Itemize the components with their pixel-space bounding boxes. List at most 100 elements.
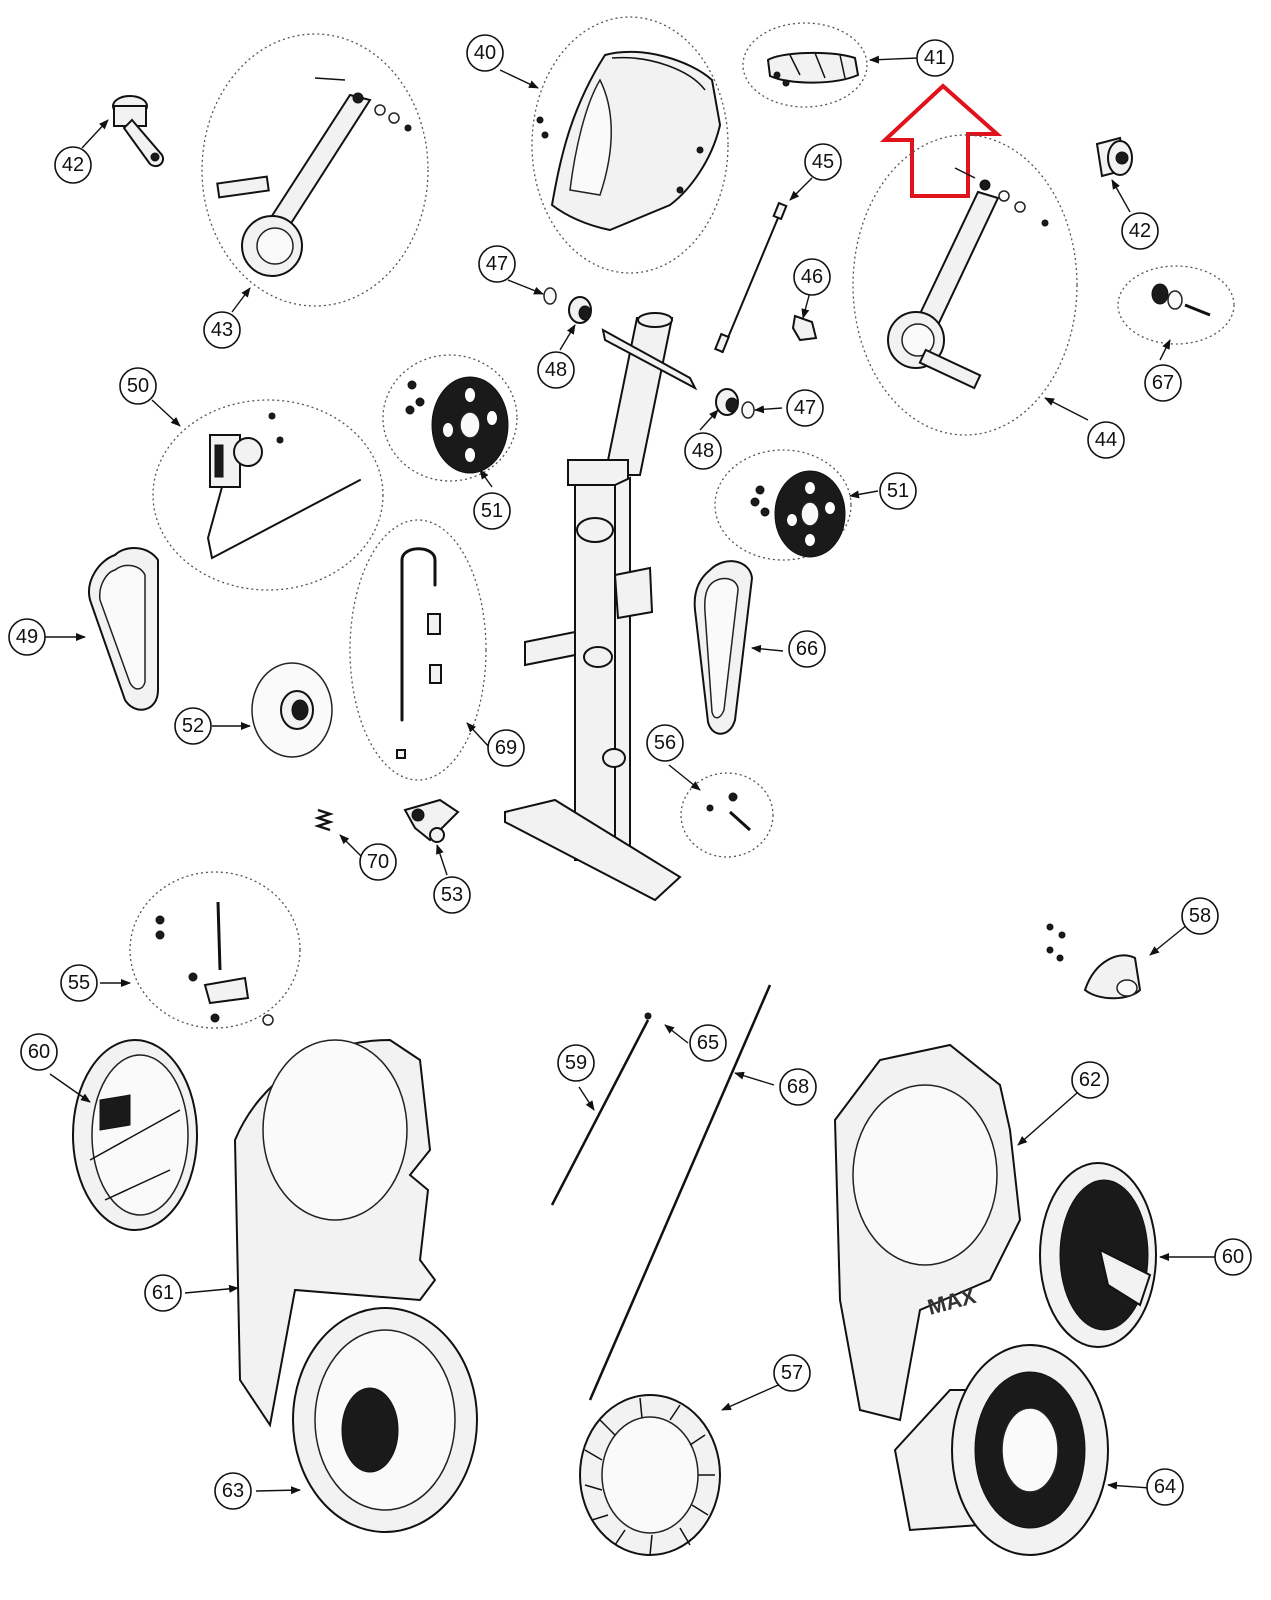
part-45-cable bbox=[713, 201, 788, 354]
part-46-clip bbox=[791, 314, 818, 342]
part-52-disc bbox=[251, 662, 333, 758]
svg-text:50: 50 bbox=[127, 375, 149, 397]
callout-66: 66 bbox=[788, 630, 826, 668]
part-55-bolt-kit bbox=[129, 871, 301, 1029]
part-56-bracket-kit bbox=[680, 772, 774, 858]
svg-text:51: 51 bbox=[481, 500, 503, 522]
callout-46: 46 bbox=[793, 258, 831, 296]
svg-text:58: 58 bbox=[1189, 905, 1211, 927]
svg-text:42: 42 bbox=[62, 154, 84, 176]
svg-text:57: 57 bbox=[781, 1362, 803, 1384]
callout-47-right: 47 bbox=[786, 389, 824, 427]
svg-text:70: 70 bbox=[367, 851, 389, 873]
callout-48-right: 48 bbox=[684, 432, 722, 470]
svg-text:40: 40 bbox=[474, 42, 496, 64]
callout-65: 65 bbox=[689, 1024, 727, 1062]
svg-text:55: 55 bbox=[68, 972, 90, 994]
callout-55: 55 bbox=[60, 964, 98, 1002]
callout-59: 59 bbox=[557, 1044, 595, 1082]
callout-56: 56 bbox=[646, 724, 684, 762]
part-42-spindle-left bbox=[112, 95, 164, 168]
part-50-harness bbox=[152, 399, 384, 591]
part-67-washer-kit bbox=[1117, 265, 1235, 345]
callout-61: 61 bbox=[144, 1274, 182, 1312]
svg-text:45: 45 bbox=[812, 151, 834, 173]
svg-text:41: 41 bbox=[924, 47, 946, 69]
part-42-spindle-right bbox=[1095, 136, 1133, 178]
callout-60-right: 60 bbox=[1214, 1238, 1252, 1276]
part-60-cover-right bbox=[1039, 1162, 1157, 1348]
svg-text:52: 52 bbox=[182, 715, 204, 737]
part-49-belt bbox=[88, 547, 159, 711]
callout-50: 50 bbox=[119, 367, 157, 405]
svg-text:43: 43 bbox=[211, 319, 233, 341]
svg-text:63: 63 bbox=[222, 1480, 244, 1502]
part-70-spring bbox=[314, 808, 334, 832]
callout-48-left: 48 bbox=[537, 351, 575, 389]
part-64-shroud-right bbox=[893, 1344, 1109, 1556]
callout-53: 53 bbox=[433, 876, 471, 914]
part-44-right-arm bbox=[852, 134, 1078, 436]
callout-60-left: 60 bbox=[20, 1033, 58, 1071]
callout-51-right: 51 bbox=[879, 472, 917, 510]
part-63-shroud-left bbox=[292, 1307, 478, 1533]
callout-44: 44 bbox=[1087, 421, 1125, 459]
part-43-left-arm bbox=[201, 33, 429, 307]
svg-text:51: 51 bbox=[887, 480, 909, 502]
part-57-fan-wheel bbox=[579, 1394, 721, 1556]
callout-41: 41 bbox=[916, 39, 954, 77]
part-53-tensioner bbox=[403, 798, 460, 843]
svg-text:56: 56 bbox=[654, 732, 676, 754]
callout-68: 68 bbox=[779, 1068, 817, 1106]
svg-text:46: 46 bbox=[801, 266, 823, 288]
part-41-bracket bbox=[742, 22, 868, 108]
svg-text:60: 60 bbox=[1222, 1246, 1244, 1268]
part-69-tension-rod bbox=[349, 519, 487, 781]
part-59-rod bbox=[550, 1019, 650, 1206]
svg-text:65: 65 bbox=[697, 1032, 719, 1054]
part-51-pulley-left bbox=[382, 354, 518, 482]
callout-40: 40 bbox=[466, 34, 504, 72]
svg-text:62: 62 bbox=[1079, 1069, 1101, 1091]
svg-text:68: 68 bbox=[787, 1076, 809, 1098]
callout-45: 45 bbox=[804, 143, 842, 181]
svg-text:66: 66 bbox=[796, 638, 818, 660]
part-66-belt bbox=[693, 560, 754, 735]
main-frame bbox=[504, 312, 698, 902]
part-51-pulley-right bbox=[714, 449, 852, 561]
svg-text:67: 67 bbox=[1152, 372, 1174, 394]
svg-text:49: 49 bbox=[16, 626, 38, 648]
svg-text:59: 59 bbox=[565, 1052, 587, 1074]
part-68-rod bbox=[588, 984, 772, 1401]
callout-57: 57 bbox=[773, 1354, 811, 1392]
callout-67: 67 bbox=[1144, 364, 1182, 402]
svg-text:48: 48 bbox=[545, 359, 567, 381]
callout-43: 43 bbox=[203, 311, 241, 349]
svg-text:60: 60 bbox=[28, 1041, 50, 1063]
part-65-screw bbox=[644, 1012, 652, 1020]
leader-lines bbox=[45, 55, 1220, 1495]
part-62-housing-right: MAX bbox=[833, 1043, 1022, 1422]
part-47-washer-left bbox=[543, 287, 557, 305]
svg-text:48: 48 bbox=[692, 440, 714, 462]
part-60-cover-left bbox=[72, 1039, 198, 1231]
callout-51-left: 51 bbox=[473, 492, 511, 530]
callout-42-right: 42 bbox=[1121, 212, 1159, 250]
callout-64: 64 bbox=[1146, 1468, 1184, 1506]
svg-text:53: 53 bbox=[441, 884, 463, 906]
svg-text:47: 47 bbox=[794, 397, 816, 419]
part-47-washer-right bbox=[741, 401, 755, 419]
part-58-end-cap bbox=[1046, 923, 1142, 1000]
svg-text:47: 47 bbox=[486, 253, 508, 275]
svg-text:64: 64 bbox=[1154, 1476, 1176, 1498]
part-48-bushing-left bbox=[568, 296, 592, 324]
part-61-housing-left bbox=[233, 1038, 437, 1428]
callout-47-left: 47 bbox=[478, 245, 516, 283]
part-40-console-shroud bbox=[531, 16, 729, 274]
callout-52: 52 bbox=[174, 707, 212, 745]
highlight-arrow-icon bbox=[879, 83, 1003, 198]
callout-62: 62 bbox=[1071, 1061, 1109, 1099]
svg-text:69: 69 bbox=[495, 737, 517, 759]
callout-58: 58 bbox=[1181, 897, 1219, 935]
